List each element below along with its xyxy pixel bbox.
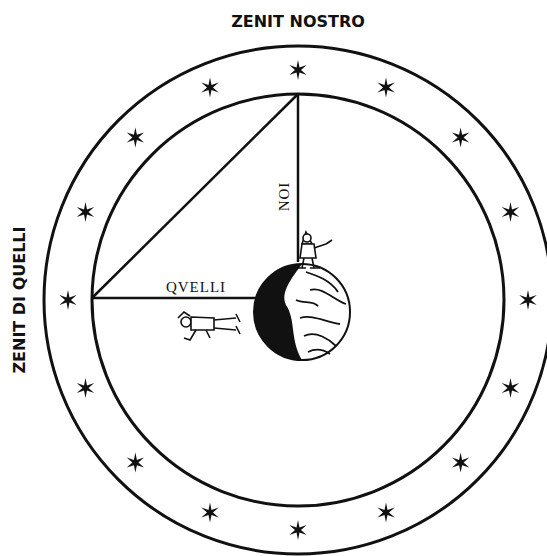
standing-figure [296, 232, 332, 268]
earth-globe [254, 264, 350, 360]
hypotenuse-line [92, 94, 298, 298]
star-symbol [377, 503, 394, 523]
outer-circle [44, 46, 547, 554]
star-symbol [77, 378, 94, 398]
lying-figure [178, 312, 240, 340]
star-symbol [289, 60, 306, 80]
star-symbol [502, 378, 519, 398]
star-symbol [201, 503, 218, 523]
horizontal-line [92, 297, 256, 300]
star-symbol [127, 453, 144, 473]
inner-circle [92, 94, 504, 506]
vertical-line [297, 94, 300, 262]
star-symbol [502, 202, 519, 222]
star-symbol [127, 127, 144, 147]
star-symbol [452, 453, 469, 473]
zenith-side-label: ZENIT DI QUELLI [12, 226, 28, 373]
line-label: NOI [277, 181, 292, 211]
star-symbol [77, 202, 94, 222]
star-ring [59, 60, 536, 540]
line-label: QVELLI [166, 280, 226, 295]
star-symbol [377, 78, 394, 98]
star-symbol [452, 127, 469, 147]
star-symbol [201, 78, 218, 98]
zenith-title: ZENIT NOSTRO [231, 14, 365, 30]
star-symbol [59, 290, 76, 310]
star-symbol [519, 290, 536, 310]
star-symbol [289, 520, 306, 540]
